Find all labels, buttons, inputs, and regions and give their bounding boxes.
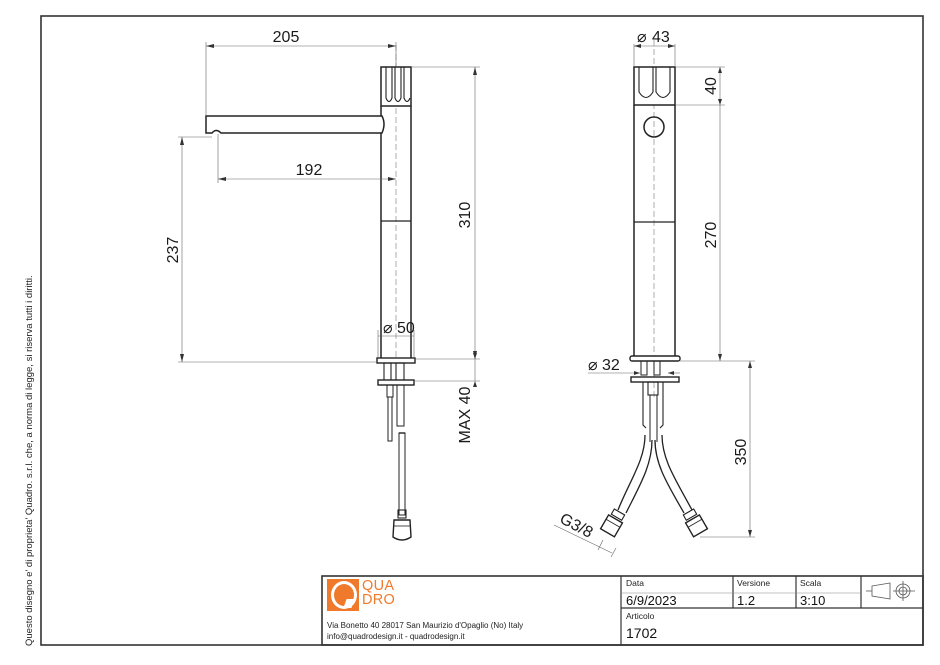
version-label: Versione: [737, 578, 771, 588]
dim-40: 40: [703, 77, 720, 95]
date-value: 6/9/2023: [626, 593, 677, 608]
side-view-dimensions: [178, 42, 480, 387]
front-view: [599, 40, 709, 538]
dim-32: 32: [602, 357, 620, 374]
dim-205: 205: [273, 29, 300, 46]
article-label: Articolo: [626, 611, 655, 621]
dim-max-40: MAX 40: [457, 386, 474, 443]
logo-q-tail: [343, 599, 355, 608]
company-address: Via Bonetto 40 28017 San Maurizio d'Opag…: [327, 620, 523, 642]
dim-310: 310: [457, 202, 474, 229]
drawing-frame: [40, 15, 924, 646]
article-value: 1702: [626, 625, 658, 641]
scale-value: 3:10: [800, 593, 826, 608]
dim-diameter-symbol-43: ⌀: [637, 29, 647, 46]
side-view: [205, 45, 416, 541]
date-label: Data: [626, 578, 644, 588]
dim-270: 270: [703, 222, 720, 249]
dim-diameter-symbol-50: ⌀: [383, 320, 393, 337]
dim-50: 50: [397, 320, 415, 337]
version-value: 1.2: [737, 593, 756, 608]
dim-192: 192: [296, 162, 323, 179]
title-block: [321, 575, 924, 646]
address-line: Via Bonetto 40 28017 San Maurizio d'Opag…: [327, 621, 524, 630]
contact-line: info@quadrodesign.it - quadrodesign.it: [327, 632, 465, 641]
first-angle-projection-icon: [866, 581, 915, 601]
copyright-note: Questo disegno e' di proprieta' Quadro. …: [24, 275, 35, 646]
dim-350: 350: [733, 439, 750, 466]
quadro-logo: [327, 579, 359, 611]
logo-line1: QUA: [362, 578, 395, 594]
dim-g3-8: G3/8: [557, 510, 596, 541]
dim-diameter-symbol-32: ⌀: [588, 357, 598, 374]
dim-237: 237: [165, 237, 182, 264]
logo-text: QUA DRO: [362, 578, 396, 608]
logo-line2: DRO: [362, 592, 396, 608]
scale-label: Scala: [800, 578, 822, 588]
dim-43: 43: [652, 29, 670, 46]
front-view-dimensions: [553, 44, 755, 558]
